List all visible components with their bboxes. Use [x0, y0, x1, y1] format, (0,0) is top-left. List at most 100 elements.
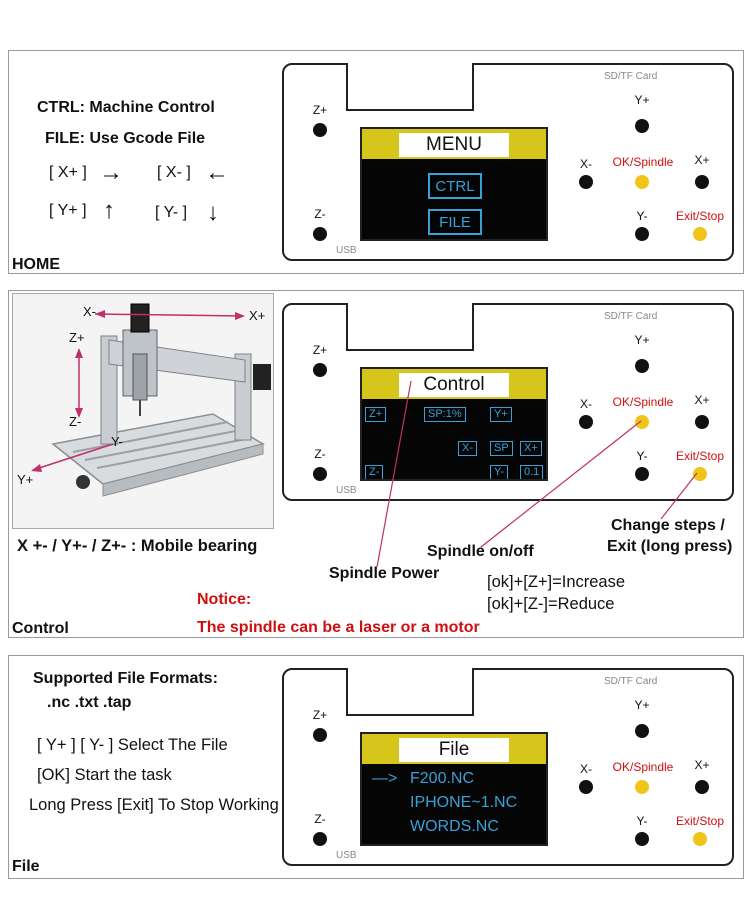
lcd-spindle-power: SP:1%	[424, 407, 466, 422]
yplus-button[interactable]	[635, 724, 649, 738]
zminus-button[interactable]	[313, 832, 327, 846]
ok-spindle-label: OK/Spindle	[612, 760, 674, 774]
spindle-onoff-text: Spindle on/off	[427, 543, 534, 560]
file-list-item[interactable]: WORDS.NC	[410, 818, 499, 835]
yplus-label: Y+	[634, 333, 650, 347]
yplus-label: Y+	[634, 93, 650, 107]
axis-label-zplus: Z+	[69, 330, 85, 345]
zminus-button[interactable]	[313, 467, 327, 481]
xminus-button[interactable]	[579, 780, 593, 794]
sd-card-slot	[346, 668, 474, 716]
zplus-button[interactable]	[313, 728, 327, 742]
xminus-button[interactable]	[579, 175, 593, 189]
xminus-button[interactable]	[579, 415, 593, 429]
file-panel-label: File	[12, 858, 40, 875]
lcd-xplus: X+	[520, 441, 542, 456]
notice-label: Notice:	[197, 591, 252, 608]
zplus-label: Z+	[312, 103, 328, 117]
home-panel: CTRL: Machine Control FILE: Use Gcode Fi…	[8, 50, 744, 274]
file-list-item[interactable]: IPHONE~1.NC	[410, 794, 518, 811]
file-panel: Supported File Formats: .nc .txt .tap [ …	[8, 655, 744, 879]
notice-text: The spindle can be a laser or a motor	[197, 619, 480, 636]
usb-label: USB	[336, 485, 357, 496]
yminus-label: Y-	[636, 814, 648, 828]
sd-card-label: SD/TF Card	[604, 71, 658, 82]
formats-title: Supported File Formats:	[33, 670, 218, 687]
file-pointer-arrow: —>	[372, 770, 398, 787]
controller-board-file: SD/TF Card USB Z+ Z- File —> F200.NC IPH…	[282, 668, 734, 866]
start-task-instruction: [OK] Start the task	[37, 766, 172, 784]
axis-label-yminus: Y-	[111, 434, 123, 449]
axis-label-xplus: X+	[249, 308, 266, 323]
zplus-button[interactable]	[313, 363, 327, 377]
ok-spindle-button[interactable]	[635, 780, 649, 794]
xplus-label: X+	[694, 153, 710, 167]
sd-card-slot	[346, 303, 474, 351]
lcd-zplus: Z+	[365, 407, 387, 422]
ok-spindle-label: OK/Spindle	[612, 155, 674, 169]
ok-spindle-label: OK/Spindle	[612, 395, 674, 409]
controller-board-control: SD/TF Card USB Z+ Z- Control Z+ SP:1% Y+…	[282, 303, 734, 501]
yminus-label: Y-	[636, 209, 648, 223]
yplus-button[interactable]	[635, 119, 649, 133]
xminus-label: X-	[580, 397, 592, 411]
exit-stop-label: Exit/Stop	[675, 209, 725, 223]
sd-card-label: SD/TF Card	[604, 676, 658, 687]
exit-stop-button[interactable]	[693, 832, 707, 846]
lcd-yminus: Y-	[490, 465, 508, 479]
xminus-label: X-	[580, 157, 592, 171]
lcd-screen-control: Control Z+ SP:1% Y+ X- SP X+ Z- Y- 0.1	[360, 367, 548, 481]
controller-board-home: SD/TF Card USB Z+ Z- MENU CTRL FILE Y+ X…	[282, 63, 734, 261]
mobile-bearing-text: X +- / Y+- / Z+- : Mobile bearing	[17, 537, 258, 555]
file-description: FILE: Use Gcode File	[45, 130, 206, 147]
lcd-screen-file: File —> F200.NC IPHONE~1.NC WORDS.NC	[360, 732, 548, 846]
yminus-button[interactable]	[635, 467, 649, 481]
exit-stop-label: Exit/Stop	[675, 449, 725, 463]
lcd-zminus: Z-	[365, 465, 384, 479]
zminus-button[interactable]	[313, 227, 327, 241]
yplus-label: Y+	[634, 698, 650, 712]
lcd-title: MENU	[399, 133, 509, 157]
zminus-label: Z-	[314, 447, 326, 461]
ok-spindle-button[interactable]	[635, 415, 649, 429]
lcd-spindle-toggle: SP	[490, 441, 513, 456]
axis-label-xminus: X-	[83, 304, 96, 319]
spindle-power-text: Spindle Power	[329, 565, 440, 582]
arrow-down-icon: ↓	[207, 199, 219, 226]
xplus-button[interactable]	[695, 415, 709, 429]
yminus-button[interactable]	[635, 832, 649, 846]
xplus-label: X+	[694, 758, 710, 772]
lcd-xminus: X-	[458, 441, 477, 456]
menu-item-ctrl[interactable]: CTRL	[428, 173, 482, 199]
xplus-key-label: [ X+ ]	[49, 164, 87, 181]
sd-card-label: SD/TF Card	[604, 311, 658, 322]
control-panel-label: Control	[12, 620, 69, 637]
axis-label-zminus: Z-	[69, 414, 82, 429]
ctrl-description: CTRL: Machine Control	[37, 99, 215, 116]
lcd-yplus: Y+	[490, 407, 512, 422]
stop-working-instruction: Long Press [Exit] To Stop Working	[29, 796, 279, 814]
yplus-key-label: [ Y+ ]	[49, 202, 87, 219]
lcd-screen-menu: MENU CTRL FILE	[360, 127, 548, 241]
axis-label-yplus: Y+	[17, 472, 34, 487]
xminus-key-label: [ X- ]	[157, 164, 191, 181]
change-steps-line-1: Change steps /	[611, 517, 725, 534]
exit-stop-button[interactable]	[693, 467, 707, 481]
yplus-button[interactable]	[635, 359, 649, 373]
zplus-label: Z+	[312, 708, 328, 722]
cnc-machine-image: X- X+ Z+ Z- Y- Y+	[12, 293, 274, 529]
file-list-item[interactable]: F200.NC	[410, 770, 475, 787]
zminus-label: Z-	[314, 207, 326, 221]
select-file-instruction: [ Y+ ] [ Y- ] Select The File	[37, 736, 228, 754]
zplus-button[interactable]	[313, 123, 327, 137]
sd-card-slot	[346, 63, 474, 111]
xplus-button[interactable]	[695, 780, 709, 794]
menu-item-file[interactable]: FILE	[428, 209, 482, 235]
zminus-label: Z-	[314, 812, 326, 826]
yminus-button[interactable]	[635, 227, 649, 241]
exit-stop-button[interactable]	[693, 227, 707, 241]
usb-label: USB	[336, 850, 357, 861]
ok-spindle-button[interactable]	[635, 175, 649, 189]
yminus-label: Y-	[636, 449, 648, 463]
xplus-button[interactable]	[695, 175, 709, 189]
